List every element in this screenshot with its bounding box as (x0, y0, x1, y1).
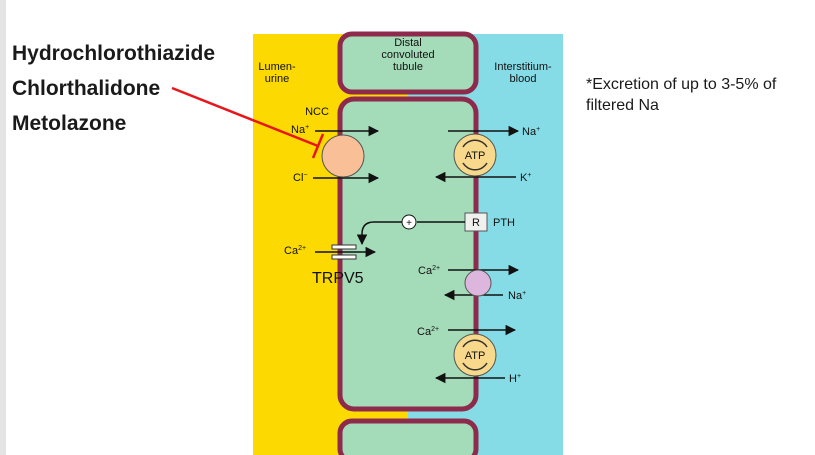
atp-cycle-arrow-icon (462, 339, 488, 348)
ncc-label: NCC (305, 106, 329, 118)
trpv5-channel-top (331, 244, 357, 250)
drug-metolazone: Metolazone (12, 112, 127, 135)
atp-cycle-arrow-icon (462, 162, 488, 171)
pmca-h-label: H+ (509, 373, 521, 385)
excretion-note: *Excretion of up to 3-5% of filtered Na (586, 76, 777, 114)
lumen-label-line-2: urine (265, 73, 289, 85)
tubule-title-line-2: convoluted (381, 49, 434, 61)
lower-cell (337, 418, 479, 455)
ncx-ca-label: Ca2+ (418, 265, 440, 277)
tubule-title-line-1: Distal (394, 37, 422, 49)
nak-k-label: K+ (520, 172, 531, 184)
interstitium-label-line-1: Interstitium- (494, 61, 552, 73)
receptor-label: R (472, 217, 480, 229)
nak-na-label: Na+ (522, 126, 540, 138)
pmca-ca-label: Ca2+ (417, 326, 439, 338)
pth-to-trpv5-arrow (356, 221, 402, 246)
atp-cycle-arrow-icon (462, 139, 488, 148)
upper-cell (337, 31, 479, 95)
nak-atp-label: ATP (465, 150, 486, 162)
ncc-transporter (321, 134, 365, 178)
inhibition-bar-icon (311, 133, 325, 159)
ncc-inhibition-line (171, 86, 319, 148)
ncx-na-label: Na+ (508, 290, 526, 302)
ncc-na-label: Na+ (291, 124, 309, 136)
stimulation-plus-label: + (406, 218, 412, 229)
trpv5-ca-label: Ca2+ (284, 245, 306, 257)
trpv5-label: TRPV5 (312, 270, 364, 287)
slide-left-border (0, 0, 6, 455)
ca-atpase-atp-label: ATP (465, 350, 486, 362)
drug-hydrochlorothiazide: Hydrochlorothiazide (12, 42, 216, 65)
na-ca-exchanger (464, 269, 492, 297)
pth-label: PTH (493, 217, 515, 229)
tubule-title-line-3: tubule (393, 61, 423, 73)
ncc-cl-label: Cl− (293, 172, 307, 184)
interstitium-label-line-2: blood (510, 73, 537, 85)
atp-cycle-arrow-icon (462, 362, 488, 371)
trpv5-channel-bottom (331, 254, 357, 260)
lumen-label-line-1: Lumen- (258, 61, 296, 73)
drug-chlorthalidone: Chlorthalidone (12, 77, 161, 100)
